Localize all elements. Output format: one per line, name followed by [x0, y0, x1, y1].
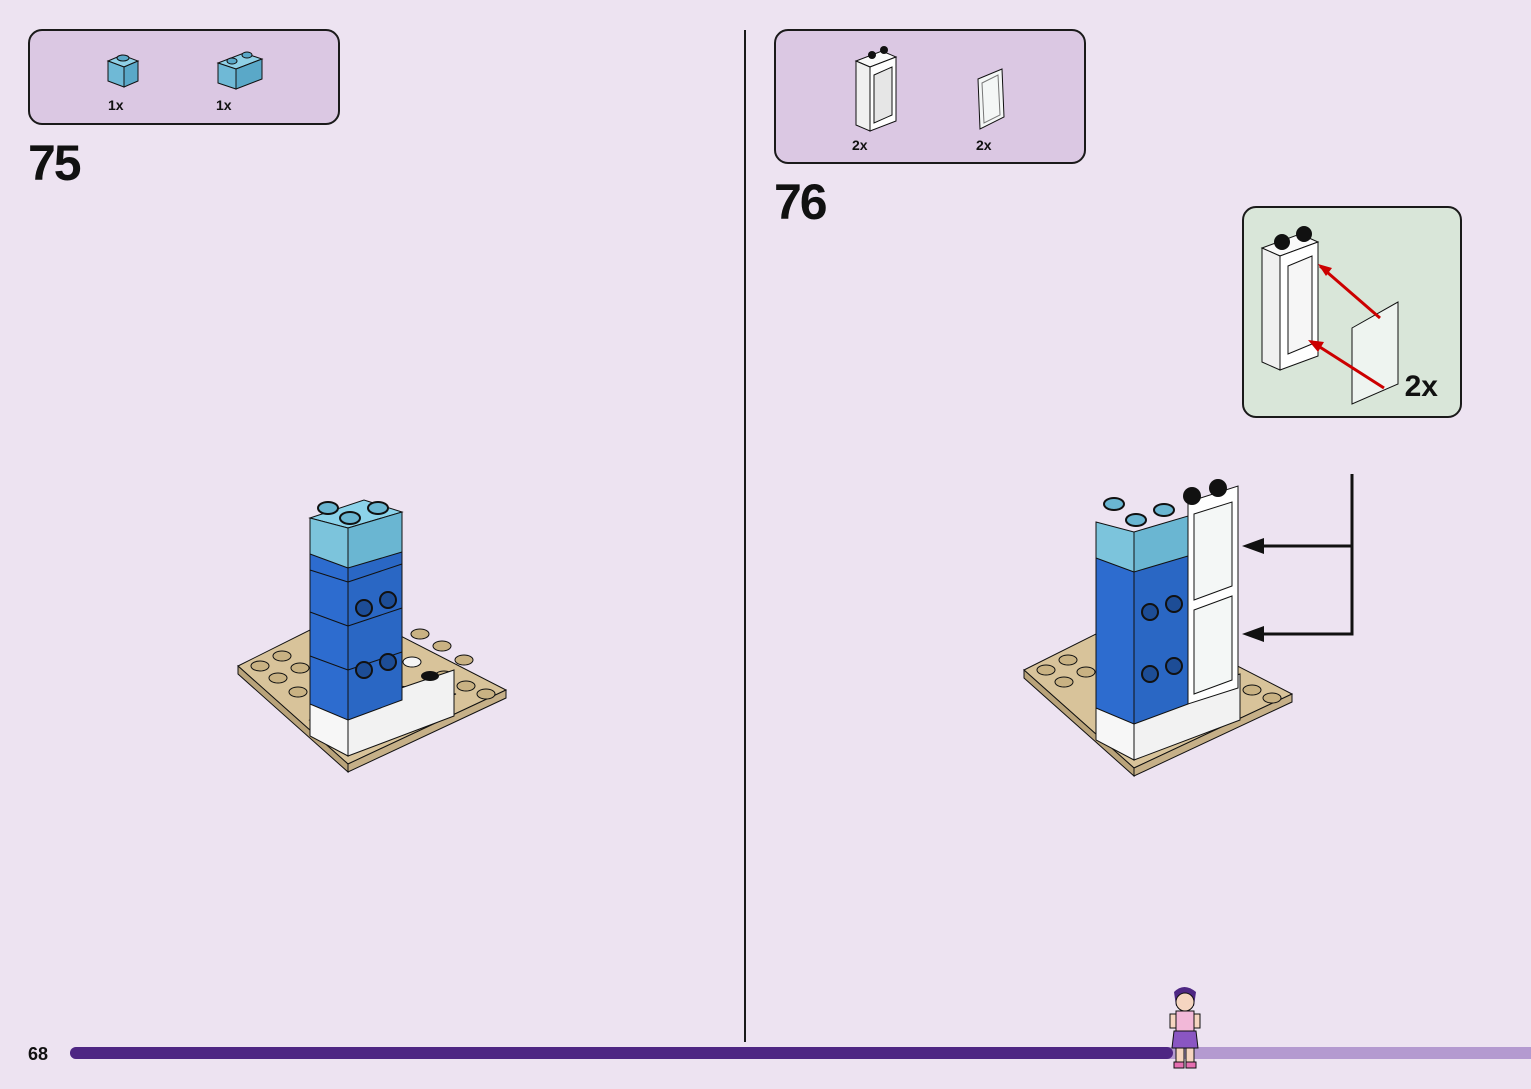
- subassembly-callout: 2x: [1242, 206, 1462, 418]
- window-frame-icon: [852, 45, 900, 135]
- page-divider: [744, 30, 746, 1042]
- model-step-75-illustration: [230, 490, 520, 780]
- glass-pane-icon: [972, 65, 1012, 135]
- part-qty: 1x: [108, 97, 124, 113]
- part-qty: 2x: [976, 137, 992, 153]
- build-progress-bar: [70, 1047, 1531, 1059]
- brick-1x1-icon: [104, 47, 144, 89]
- build-progress-fill: [70, 1047, 1173, 1059]
- parts-list-step-75: 1x 1x: [28, 29, 340, 125]
- step-number: 75: [28, 138, 80, 188]
- part-qty: 2x: [852, 137, 868, 153]
- brick-1x2-icon: [214, 45, 266, 91]
- window-assembly-illustration: [1254, 220, 1424, 410]
- step-number: 76: [774, 177, 826, 227]
- part-qty: 1x: [216, 97, 232, 113]
- page-number: 68: [28, 1044, 48, 1065]
- model-step-76-illustration: [1016, 474, 1376, 784]
- minifigure-character-icon: [1164, 984, 1206, 1070]
- subassembly-qty: 2x: [1405, 370, 1438, 404]
- parts-list-step-76: 2x 2x: [774, 29, 1086, 164]
